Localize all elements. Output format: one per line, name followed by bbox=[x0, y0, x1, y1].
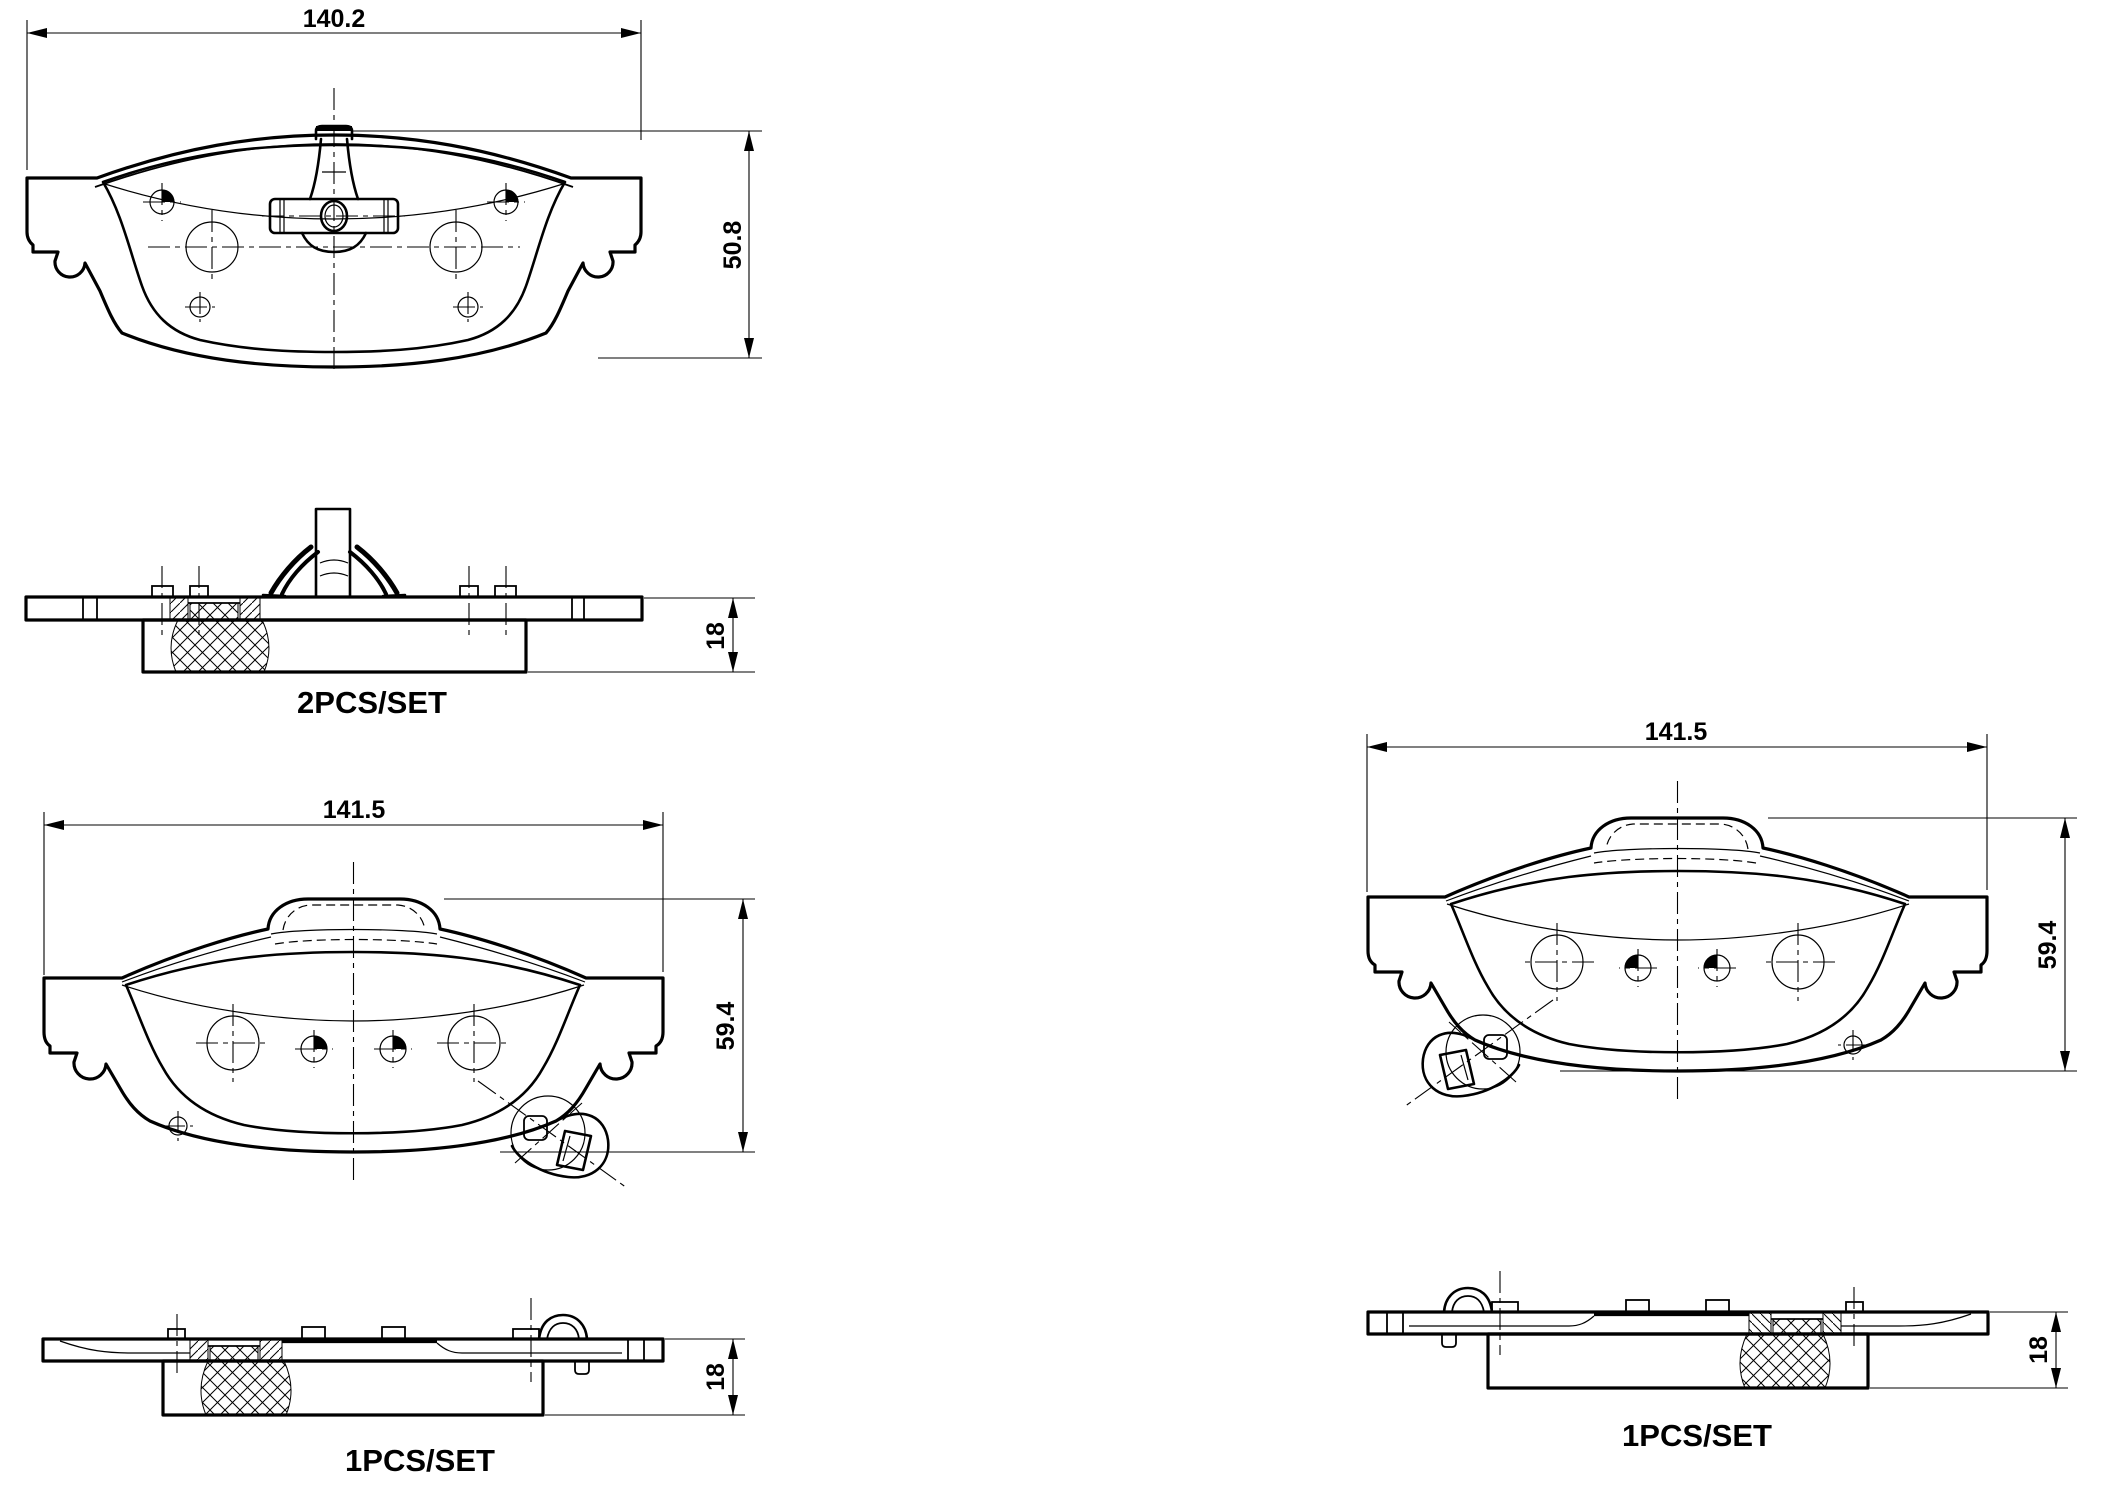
dim-width-bottom-left: 141.5 bbox=[323, 796, 386, 824]
dim-thickness-top-left: 18 bbox=[702, 622, 730, 650]
dimension-thickness-top-left: 18 bbox=[528, 597, 755, 673]
dimension-width-right: 141.5 bbox=[1366, 718, 1988, 892]
dim-height-top-left: 50.8 bbox=[719, 221, 747, 270]
dimension-height-top-left: 50.8 bbox=[352, 130, 762, 359]
front-view-top-left bbox=[25, 88, 643, 372]
dimension-height-right: 59.4 bbox=[1560, 817, 2077, 1072]
dim-thickness-bottom-left: 18 bbox=[702, 1363, 730, 1391]
dim-thickness-right: 18 bbox=[2025, 1336, 2053, 1364]
side-view-top-left bbox=[24, 507, 644, 674]
dimension-width-bottom-left: 141.5 bbox=[43, 796, 664, 975]
dimension-thickness-right: 18 bbox=[1870, 1311, 2068, 1389]
set-label-top-left: 2PCS/SET bbox=[297, 685, 447, 720]
side-view-right bbox=[1368, 1271, 1988, 1388]
dim-width-top-left: 140.2 bbox=[303, 5, 366, 33]
front-view-bottom-left bbox=[42, 860, 665, 1190]
dimension-width-top-left: 140.2 bbox=[26, 5, 642, 170]
front-view-right bbox=[1366, 779, 1989, 1109]
set-label-right: 1PCS/SET bbox=[1622, 1418, 1772, 1453]
dim-height-bottom-left: 59.4 bbox=[712, 1002, 740, 1051]
set-label-bottom-left: 1PCS/SET bbox=[345, 1443, 495, 1478]
side-view-bottom-left bbox=[43, 1298, 663, 1415]
dimension-thickness-bottom-left: 18 bbox=[545, 1338, 745, 1416]
dim-width-right: 141.5 bbox=[1645, 718, 1708, 746]
dim-height-right: 59.4 bbox=[2034, 921, 2062, 970]
dimension-height-bottom-left: 59.4 bbox=[444, 898, 755, 1153]
